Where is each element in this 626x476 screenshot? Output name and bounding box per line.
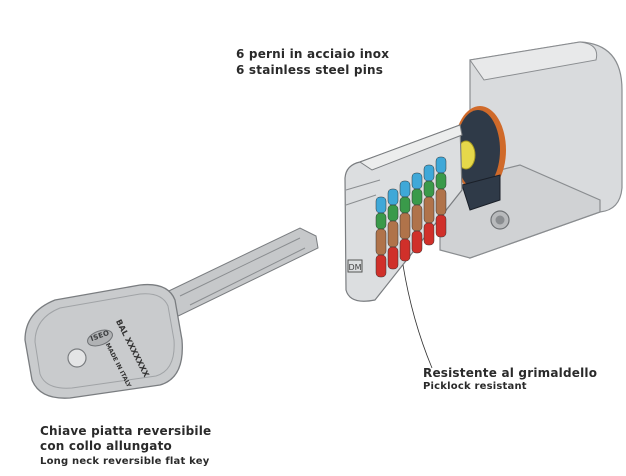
cylinder-mark-frame: [347, 259, 363, 273]
key-caption-en: Long neck reversible flat key: [40, 456, 210, 467]
pin-stack-group: [375, 156, 447, 278]
pins-caption-en: 6 stainless steel pins: [236, 63, 384, 77]
cylinder-mark: DM: [348, 263, 361, 272]
pin-stack: [387, 188, 399, 270]
pin-stack: [435, 156, 447, 238]
pin-spring: [387, 220, 399, 248]
pin-spring: [375, 228, 387, 256]
pin-middle: [411, 188, 423, 206]
pin-top: [387, 188, 399, 206]
pin-middle: [423, 180, 435, 198]
pin-spring: [399, 212, 411, 240]
pin-stack: [375, 196, 387, 278]
pin-bottom: [435, 214, 447, 238]
pin-middle: [435, 172, 447, 190]
pin-middle: [387, 204, 399, 222]
cam: [454, 106, 506, 211]
key-hole: [67, 348, 87, 368]
pin-bottom: [423, 222, 435, 246]
pin-middle: [375, 212, 387, 230]
pin-top: [435, 156, 447, 174]
pin-bottom: [375, 254, 387, 278]
pin-top: [399, 180, 411, 198]
pin-middle: [399, 196, 411, 214]
key-caption: Chiave piatta reversibile con collo allu…: [40, 424, 211, 469]
pin-stack: [411, 172, 423, 254]
pin-spring: [435, 188, 447, 216]
pins-caption: 6 perni in acciaio inox 6 stainless stee…: [236, 46, 389, 78]
key-caption-it-2: con collo allungato: [40, 439, 172, 453]
key: [24, 227, 319, 399]
pin-stack: [399, 180, 411, 262]
picklock-caption: Resistente al grimaldello Picklock resis…: [423, 366, 597, 394]
key-caption-it-1: Chiave piatta reversibile: [40, 424, 212, 438]
pin-top: [423, 164, 435, 182]
brand-logo: [87, 329, 113, 347]
pin-top: [411, 172, 423, 190]
pin-stack: [423, 164, 435, 246]
pin-bottom: [387, 246, 399, 270]
pin-top: [375, 196, 387, 214]
pin-bottom: [411, 230, 423, 254]
pins-caption-it: 6 perni in acciaio inox: [236, 47, 390, 61]
pin-bottom: [399, 238, 411, 262]
pin-spring: [411, 204, 423, 232]
picklock-caption-en: Picklock resistant: [423, 381, 527, 392]
picklock-caption-it: Resistente al grimaldello: [423, 366, 598, 380]
pin-spring: [423, 196, 435, 224]
